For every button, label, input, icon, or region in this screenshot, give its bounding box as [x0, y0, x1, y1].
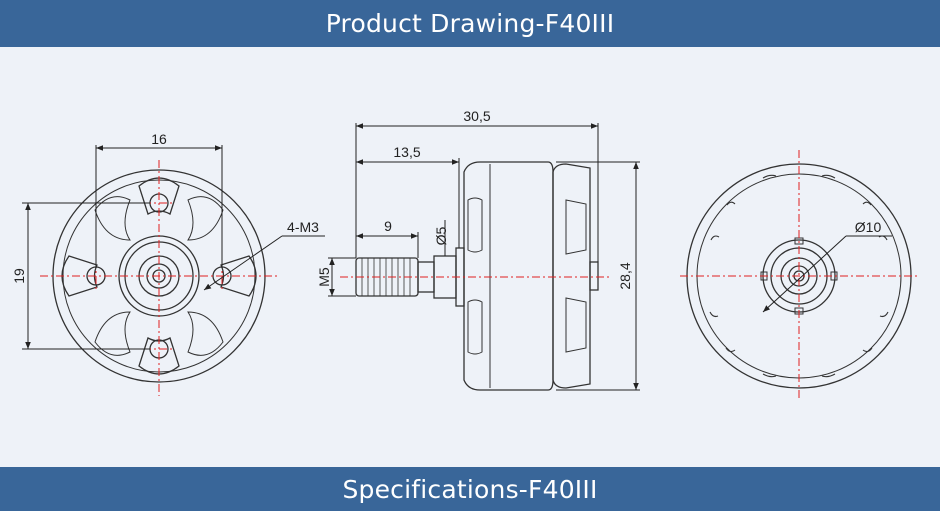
front-spoke	[61, 255, 98, 297]
rear-dimensions	[762, 235, 892, 313]
front-centerlines	[40, 160, 280, 396]
front-spoke	[220, 255, 257, 297]
side-dimensions	[328, 123, 640, 391]
bell-diameter-dimension: 28,4	[617, 262, 633, 289]
side-view	[355, 161, 599, 391]
thread-length-dimension: 9	[384, 218, 392, 234]
shaft-to-bell-dimension: 13,5	[393, 144, 420, 160]
front-spoke	[138, 337, 180, 375]
front-dimensions	[22, 145, 325, 350]
overall-length-dimension: 30,5	[463, 108, 490, 124]
front-height-dimension: 19	[11, 268, 27, 284]
rear-centerlines	[680, 150, 918, 400]
hub-diameter-dimension: Ø10	[855, 219, 882, 235]
section-title: Specifications-F40III	[342, 474, 598, 504]
motor-bell	[463, 161, 554, 391]
footer-banner: Specifications-F40III	[0, 467, 940, 511]
drawing-svg: 16 19 4-M3 3	[11, 108, 918, 400]
motor-base	[552, 163, 591, 389]
hole-callout: 4-M3	[287, 219, 319, 235]
shaft-diameter-dimension: Ø5	[433, 226, 449, 245]
page-title: Product Drawing-F40III	[325, 9, 615, 38]
front-spoke	[138, 177, 180, 215]
header-banner: Product Drawing-F40III	[0, 0, 940, 47]
product-drawing: 16 19 4-M3 3	[0, 47, 940, 467]
thread-size-dimension: M5	[316, 267, 332, 287]
front-width-dimension: 16	[151, 131, 167, 147]
